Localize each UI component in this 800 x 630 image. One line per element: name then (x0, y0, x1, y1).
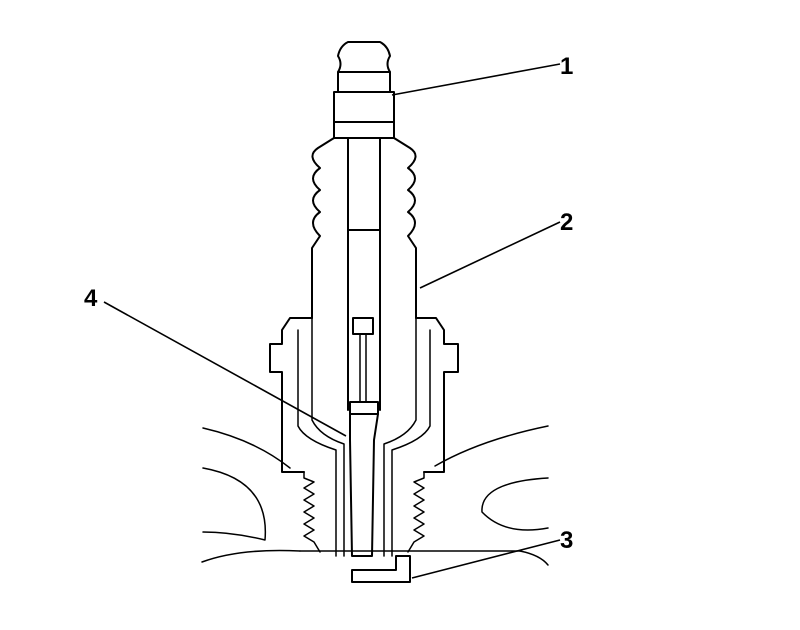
leader-line-4 (103, 301, 347, 437)
leader-line-3 (411, 539, 561, 579)
callout-2: 2 (560, 209, 573, 236)
shell-hex (269, 317, 313, 473)
callout-3: 3 (560, 527, 573, 554)
insulator (311, 137, 335, 319)
leader-line-2 (419, 221, 561, 289)
leader-line-1 (391, 63, 561, 96)
cylinder-head (201, 425, 549, 566)
spark-plug (269, 41, 459, 583)
callout-4: 4 (84, 285, 98, 312)
terminal-nut (337, 41, 391, 93)
callout-1: 1 (560, 53, 573, 80)
ground-electrode (351, 555, 411, 583)
